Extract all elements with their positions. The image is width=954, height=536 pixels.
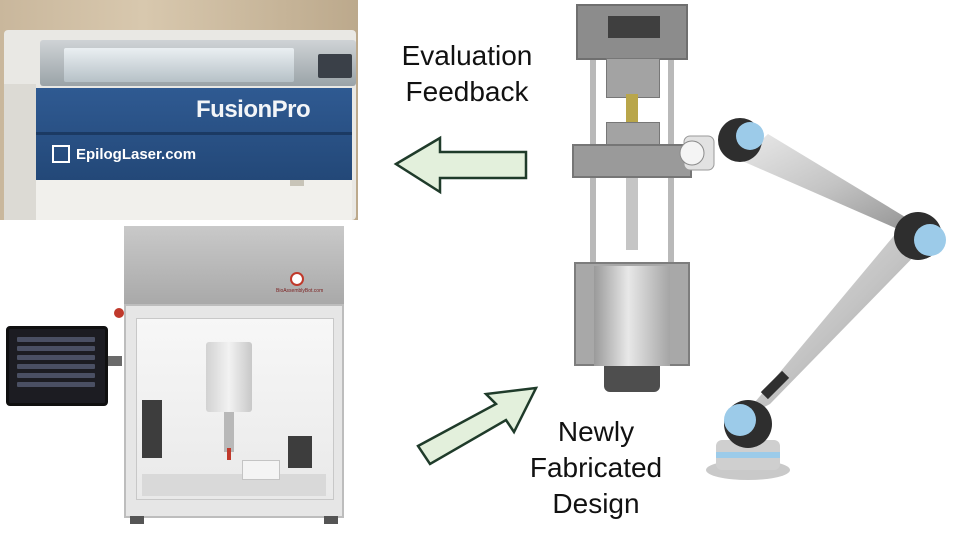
- tester-column: [590, 60, 596, 330]
- bioprinter-brand-text: BioAssemblyBot.com: [276, 288, 324, 294]
- robot-lower-link: [740, 226, 930, 420]
- newly-fabricated-label: Newly Fabricated Design: [496, 414, 696, 522]
- laser-side: [4, 84, 36, 220]
- evaluation-feedback-label: Evaluation Feedback: [372, 38, 562, 110]
- robot-base-ring: [716, 452, 780, 458]
- bioprinter-bed: [142, 474, 326, 496]
- robot-joint-shoulder-cap: [724, 404, 756, 436]
- bioprinter-logo-icon: [290, 272, 304, 286]
- laser-brand-text: EpilogLaser.com: [76, 146, 197, 163]
- touchscreen-menu: [17, 337, 95, 391]
- fabricated-label-line1: Newly: [557, 416, 635, 447]
- epilog-logo-icon: [52, 145, 70, 163]
- laser-handle: [290, 180, 304, 186]
- tester-load-cell: [608, 16, 660, 38]
- arrow-left-icon: [393, 135, 528, 195]
- bioprinter-touchscreen: [6, 326, 108, 406]
- bioprinter-needle: [227, 448, 231, 460]
- bioprinter-right-tools: [288, 436, 312, 468]
- tester-end-effector: [604, 366, 660, 392]
- laser-window: [64, 48, 294, 82]
- mechanical-tester-image: [570, 4, 694, 396]
- evaluation-label-line1: Evaluation: [401, 40, 533, 71]
- robot-lower-link-band: [760, 370, 790, 400]
- laser-control-panel: [318, 54, 352, 78]
- screen-mount-arm: [102, 356, 122, 366]
- bioprinter-image: BioAssemblyBot.com: [6, 226, 350, 532]
- tester-upper-grip: [606, 58, 660, 98]
- tester-actuator: [594, 266, 670, 366]
- fabricated-label-line3: Design: [552, 488, 640, 519]
- robot-arm: [679, 118, 946, 480]
- bioprinter-tool: [224, 412, 234, 452]
- arrow-up-right-icon: [416, 386, 539, 466]
- emergency-stop-icon: [114, 308, 124, 318]
- bioprinter-hood: [124, 226, 344, 304]
- bioprinter-gantry: [206, 342, 252, 412]
- tester-top-plate: [576, 4, 688, 60]
- bioprinter-foot: [324, 516, 338, 524]
- evaluation-label-line2: Feedback: [405, 76, 529, 107]
- robot-joint-wrist-cap: [736, 122, 764, 150]
- tester-shaft: [626, 178, 638, 250]
- robot-joint-elbow-cap: [914, 224, 946, 256]
- bioprinter-left-tools: [142, 400, 162, 458]
- robot-upper-link: [740, 134, 930, 232]
- laser-base: [36, 180, 352, 220]
- bioprinter-sample-block: [242, 460, 280, 480]
- laser-model-text: FusionPro: [196, 96, 311, 123]
- robot-flange-face: [679, 140, 705, 166]
- tester-column: [668, 60, 674, 330]
- laser-divider: [36, 132, 352, 135]
- fabricated-label-line2: Fabricated: [529, 452, 663, 483]
- tester-specimen: [626, 94, 638, 124]
- laser-cutter-image: FusionPro EpilogLaser.com: [0, 0, 358, 220]
- bioprinter-foot: [130, 516, 144, 524]
